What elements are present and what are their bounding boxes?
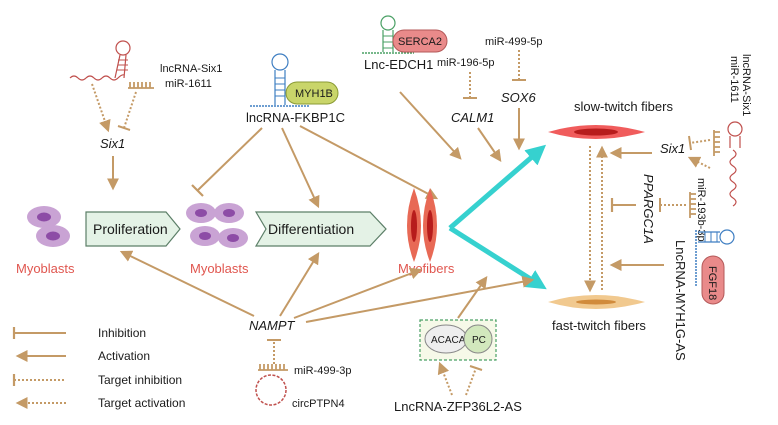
target-inhibition-to-six1-left [123, 91, 137, 129]
mir193b-3p-label: miR-193b-3p [695, 178, 707, 242]
circptpn4-label: circPTPN4 [292, 398, 345, 410]
mir1611-left-label: miR-1611 [165, 78, 212, 90]
nampt-activates-fiber-switch [305, 275, 535, 323]
myoblasts-cluster-1 [27, 206, 70, 247]
pc-label: PC [472, 335, 486, 346]
lncrna-myh1g-as-label: LncRNA-MYH1G-AS [673, 240, 688, 361]
myh1b-label: MYH1B [295, 88, 333, 100]
mir1611-right-label: miR-1611 [728, 56, 740, 103]
fkbp1c-activates-fiber-switch [299, 125, 439, 200]
lncrna-six1-right-label: lncRNA-Six1 [740, 54, 752, 116]
lncrna-six1-left-group: lncRNA-Six1 miR-1611 Six1 [69, 40, 222, 191]
mirna-calm1-sox6-group: miR-499-5p miR-196-5p SOX6 CALM1 [437, 36, 542, 162]
sox6-label: SOX6 [501, 90, 536, 105]
cyan-arrow-to-slow [448, 144, 547, 230]
nampt-activates-differentiation [279, 251, 320, 317]
target-activation-to-six1-left [91, 83, 111, 133]
acaca-label: ACACA [431, 335, 466, 346]
legend-inhibition: Inhibition [98, 326, 146, 340]
mirna-comb-left [128, 82, 154, 89]
nampt-label: NAMPT [249, 318, 296, 333]
nampt-activates-proliferation [119, 250, 255, 317]
right-regulators-group: Six1 lncRNA-Six1 miR-1611 PPARGC1A miR-1… [609, 54, 752, 361]
proliferation-label: Proliferation [93, 221, 168, 237]
lncrna-six1-left-label: lncRNA-Six1 [160, 63, 222, 75]
cell-stages-group: Myoblasts Proliferation Myoblasts Differ… [16, 188, 455, 276]
fkbp1c-inhibits-proliferation [197, 127, 263, 191]
fgf18-protein [701, 255, 725, 305]
mir499-3p-label: miR-499-3p [294, 365, 351, 377]
six1-left-label: Six1 [100, 136, 125, 151]
myofibers-label: Myofibers [398, 261, 455, 276]
differentiation-box [254, 211, 387, 247]
right-target-activation-to-six1 [687, 156, 711, 169]
lncrna-zfp36l2-as-label: LncRNA-ZFP36L2-AS [394, 399, 522, 414]
acaca-pc-activates-fiber-switch [457, 276, 488, 319]
circptpn4-circle [255, 374, 287, 406]
mir499-5p-label: miR-499-5p [485, 36, 542, 48]
legend: Inhibition Activation Target inhibition … [12, 326, 185, 410]
nampt-group: NAMPT miR-499-3p circPTPN4 [119, 250, 535, 410]
zfp36l2-group: ACACA PC LncRNA-ZFP36L2-AS [394, 276, 522, 414]
zfp36l2-target-inhibition [465, 367, 477, 396]
lncrna-hairpin-left [114, 54, 127, 79]
lncrna-fkbp1c-group: MYH1B lncRNA-FKBP1C [191, 53, 439, 209]
lnc-edch1-label: Lnc-EDCH1 [364, 57, 433, 72]
right-target-inhibition-to-six1 [689, 139, 711, 144]
myoblasts-1-label: Myoblasts [16, 261, 75, 276]
legend-activation: Activation [98, 349, 150, 363]
lncrna-strand-left [69, 74, 125, 81]
cyan-arrow-to-fast [448, 225, 547, 290]
ppargc1a-label: PPARGC1A [641, 174, 656, 244]
myh1b-protein [285, 81, 339, 105]
pc-protein [463, 324, 493, 354]
proliferation-box [85, 211, 181, 247]
lncrna-fkbp1c-label: lncRNA-FKBP1C [246, 110, 345, 125]
calm1-activates-fiber-switch [477, 127, 502, 162]
myoblasts-2-label: Myoblasts [190, 261, 249, 276]
mir193b-comb [689, 192, 696, 218]
fiber-type-group: slow-twitch fibers fast-twitch fibers [448, 99, 673, 333]
nampt-activates-myofibers [293, 267, 423, 319]
fast-twitch-label: fast-twitch fibers [552, 318, 646, 333]
lnc-edch1-group: SERCA2 Lnc-EDCH1 [362, 15, 462, 160]
legend-target-activation: Target activation [98, 396, 185, 410]
zfp36l2-target-activation [437, 361, 453, 396]
serca2-protein [392, 29, 448, 53]
differentiation-label: Differentiation [268, 221, 354, 237]
mirna-comb-right [713, 130, 720, 156]
calm1-label: CALM1 [451, 110, 494, 125]
myofibers-shape [407, 188, 437, 262]
six1-right-label: Six1 [660, 141, 685, 156]
legend-target-inhibition: Target inhibition [98, 373, 182, 387]
fgf18-label: FGF18 [706, 266, 718, 300]
myoblasts-cluster-2 [186, 203, 248, 248]
serca2-label: SERCA2 [398, 36, 442, 48]
mir196-5p-label: miR-196-5p [437, 57, 494, 69]
mir499-3p-comb [258, 364, 288, 371]
fkbp1c-activates-differentiation [281, 127, 320, 209]
lncrna-loop-left [115, 40, 131, 56]
slow-twitch-label: slow-twitch fibers [574, 99, 673, 114]
edch1-activates-fiber-switch [399, 91, 462, 160]
